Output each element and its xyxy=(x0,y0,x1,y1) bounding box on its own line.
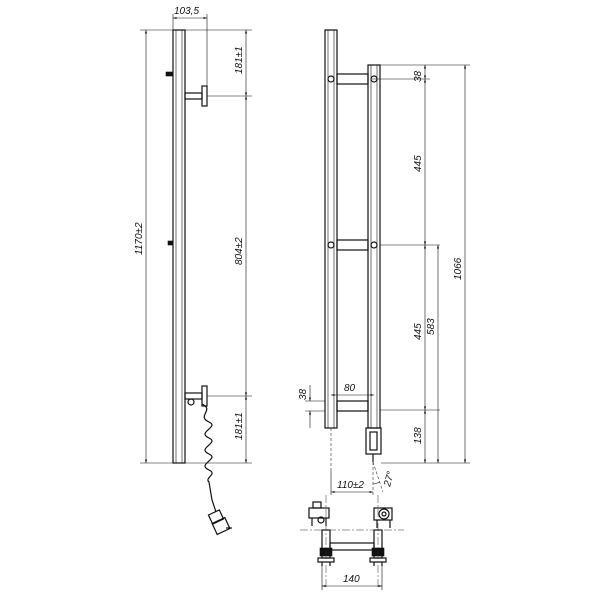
dim-center: 804±2 xyxy=(234,237,245,265)
right-fitting xyxy=(373,507,393,528)
dim-top: 103,5 xyxy=(174,6,199,17)
top-crossbar xyxy=(329,542,375,551)
dim-lower-bracket: 181±1 xyxy=(234,412,245,440)
dim-upper-bracket: 181±1 xyxy=(234,46,245,74)
dim-width: 140 xyxy=(343,574,360,585)
lower-bracket xyxy=(184,385,208,407)
heater-box xyxy=(365,427,382,462)
crossbar-bottom xyxy=(336,400,369,412)
front-view: 38 445 445 583 1066 138 38 80 110±2 27° xyxy=(298,29,470,495)
dim-overall: 1066 xyxy=(453,257,464,280)
dim-bottom-height: 138 xyxy=(413,427,424,444)
coiled-cable xyxy=(201,403,217,513)
upper-bracket xyxy=(165,71,208,107)
dim-angle: 27° xyxy=(382,470,397,488)
side-view: 103,5 1170±2 181±1 804±2 181±1 xyxy=(134,6,252,536)
front-left-tube xyxy=(324,29,338,429)
side-tube xyxy=(172,29,186,464)
dim-lower-span: 445 xyxy=(413,323,424,340)
dim-upper-span: 445 xyxy=(413,155,424,172)
dim-top-offset: 38 xyxy=(413,70,424,82)
front-right-tube xyxy=(367,64,381,429)
dim-width-inner: 80 xyxy=(344,383,356,394)
plug-icon xyxy=(207,509,232,536)
top-view: 140 xyxy=(300,495,404,590)
dim-lower-offset: 583 xyxy=(426,318,437,335)
dim-bottom-offset: 38 xyxy=(298,388,309,400)
crossbar-top xyxy=(336,73,369,85)
crossbar-middle xyxy=(336,239,369,251)
dim-width-total: 110±2 xyxy=(337,480,364,491)
middle-pin xyxy=(167,240,174,246)
dim-total-height: 1170±2 xyxy=(134,222,145,255)
